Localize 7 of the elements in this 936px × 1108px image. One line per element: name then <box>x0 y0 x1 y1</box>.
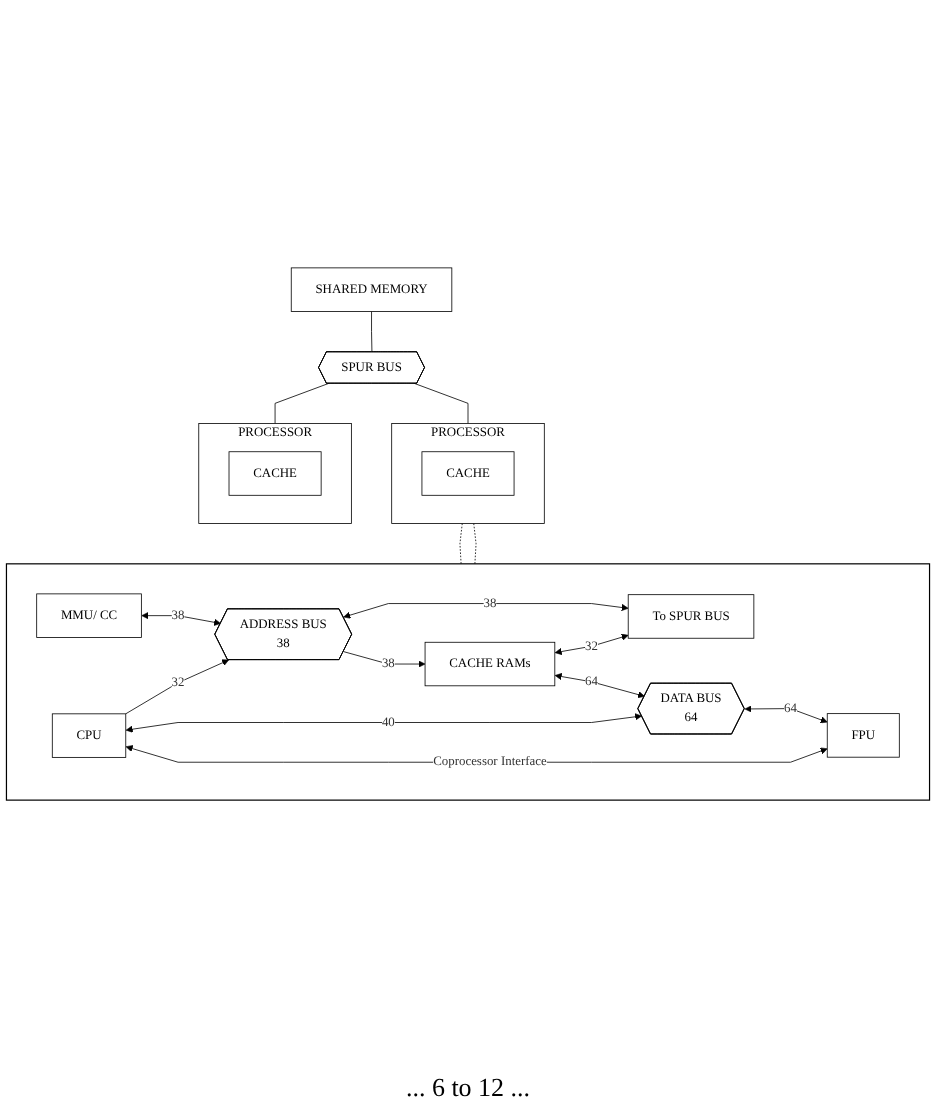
connector <box>473 523 477 565</box>
cluster <box>5 563 931 801</box>
connector <box>274 382 330 424</box>
connector <box>413 382 469 424</box>
connector <box>459 523 463 565</box>
connector <box>371 311 373 353</box>
note: ... 6 to 12 ... <box>405 1072 531 1104</box>
